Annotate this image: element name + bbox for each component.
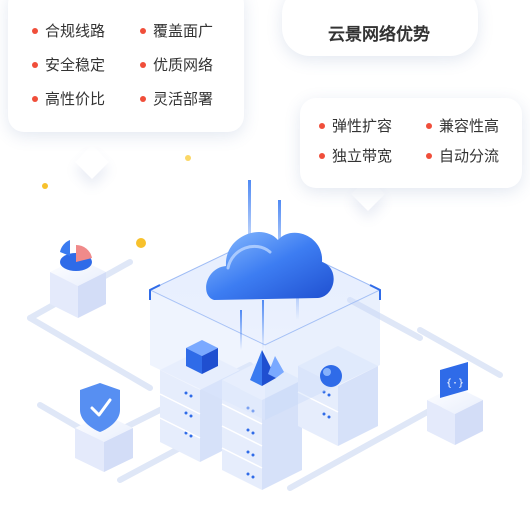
feature-item: 优质网络 xyxy=(140,54,213,75)
feature-item: 合规线路 xyxy=(32,20,105,41)
bullet-dot xyxy=(32,27,38,34)
feature-item: 弹性扩容 xyxy=(319,115,392,136)
bullet-dot xyxy=(319,122,325,129)
code-cube: {·} xyxy=(427,362,483,445)
cloud-icon xyxy=(206,232,334,300)
code-bracket-icon: {·} xyxy=(440,362,468,398)
bullet-dot xyxy=(319,152,325,159)
feature-item: 兼容性高 xyxy=(426,115,499,136)
decor-dot xyxy=(42,183,48,189)
feature-item: 安全稳定 xyxy=(32,54,105,75)
decor-dot xyxy=(136,238,146,248)
feature-label: 合规线路 xyxy=(45,22,106,40)
decor-dot xyxy=(185,155,191,161)
feature-item: 独立带宽 xyxy=(319,145,392,166)
feature-item: 自动分流 xyxy=(426,145,499,166)
feature-label: 独立带宽 xyxy=(332,147,393,165)
bullet-dot xyxy=(426,122,432,129)
feature-item: 覆盖面广 xyxy=(140,20,213,41)
sphere xyxy=(320,365,342,387)
shield-cube xyxy=(75,383,133,472)
bullet-dot xyxy=(140,27,146,34)
feature-label: 优质网络 xyxy=(153,56,214,74)
feature-label: 自动分流 xyxy=(439,147,500,165)
pie-chart-cube xyxy=(50,240,106,318)
pyramid xyxy=(250,350,284,386)
feature-label: 覆盖面广 xyxy=(153,22,214,40)
bullet-dot xyxy=(140,95,146,102)
blue-cube xyxy=(186,340,218,374)
bullet-dot xyxy=(32,61,38,68)
shield-check-icon xyxy=(80,383,120,432)
server-rack-right xyxy=(297,346,378,446)
feature-item: 灵活部署 xyxy=(140,88,213,109)
page-title: 云景网络优势 xyxy=(328,25,430,45)
svg-text:{·}: {·} xyxy=(446,378,464,389)
pie-chart-icon xyxy=(60,240,92,271)
bullet-dot xyxy=(426,152,432,159)
right-feature-bubble: 弹性扩容 兼容性高 独立带宽 自动分流 xyxy=(300,98,522,188)
title-bubble: 云景网络优势 xyxy=(282,0,478,56)
feature-item: 高性价比 xyxy=(32,88,105,109)
feature-label: 安全稳定 xyxy=(45,56,106,74)
left-feature-bubble: 合规线路 覆盖面广 安全稳定 优质网络 高性价比 灵活部署 xyxy=(8,0,244,132)
bullet-dot xyxy=(140,61,146,68)
feature-label: 高性价比 xyxy=(45,90,106,108)
feature-label: 灵活部署 xyxy=(153,90,214,108)
feature-label: 兼容性高 xyxy=(439,117,500,135)
feature-label: 弹性扩容 xyxy=(332,117,393,135)
bullet-dot xyxy=(32,95,38,102)
